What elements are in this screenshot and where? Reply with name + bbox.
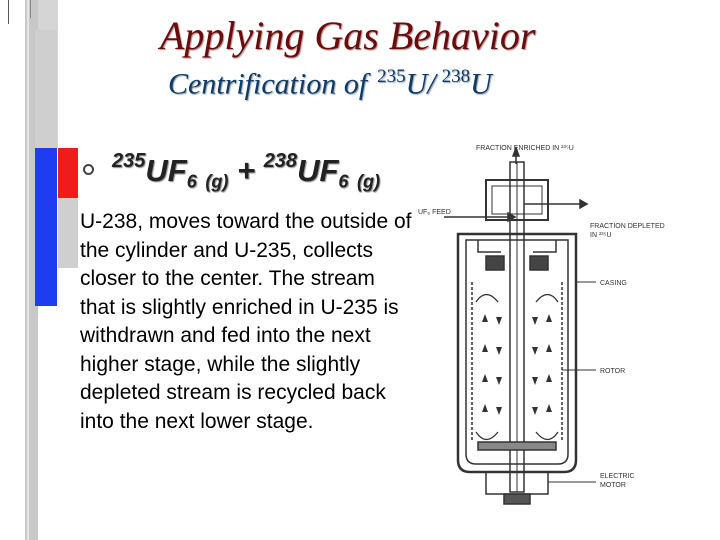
label-rotor: ROTOR — [600, 368, 625, 375]
label-motor: MOTOR — [600, 482, 626, 489]
label-depleted: IN ²³⁵U — [590, 232, 612, 239]
decorative-thin-line — [30, 0, 31, 18]
body-text: U-238, moves toward the outside of the c… — [80, 210, 412, 433]
bullet-icon — [83, 164, 94, 175]
label-casing: CASING — [600, 280, 627, 287]
decorative-blue-bar — [35, 148, 57, 306]
isotope-number: 238 — [441, 66, 471, 87]
equation-subscript: 6 — [186, 171, 197, 192]
subtitle-text: Centrification of — [168, 67, 368, 101]
decorative-red-bar — [58, 148, 78, 198]
centrifuge-diagram: FRACTION ENRICHED IN ²³⁵U UF₆ FEED FRACT… — [418, 145, 665, 505]
equation-molecule: UF — [145, 153, 187, 188]
equation: 235UF6 (g) + 238UF6 (g) — [112, 150, 380, 192]
label-depleted: FRACTION DEPLETED — [590, 223, 665, 230]
subtitle-end: U — [470, 67, 492, 101]
equation-subscript: 6 — [338, 171, 349, 192]
equation-molecule: UF — [297, 153, 339, 188]
label-motor: ELECTRIC — [600, 473, 635, 480]
equation-state: (g) — [205, 171, 229, 192]
decorative-thin-line — [8, 0, 9, 24]
label-feed: UF₆ FEED — [418, 209, 451, 216]
centrifuge-drawing — [444, 145, 596, 505]
equation-plus: + — [236, 153, 256, 188]
equation-isotope: 238 — [263, 150, 298, 172]
decorative-line — [27, 0, 29, 540]
isotope-number: 235 — [377, 66, 406, 87]
equation-isotope: 235 — [112, 150, 146, 172]
equation-state: (g) — [357, 171, 381, 192]
slide-title: Applying Gas Behavior — [160, 13, 536, 58]
label-enriched: FRACTION ENRICHED IN ²³⁵U — [476, 145, 574, 152]
subtitle-mid: U/ — [405, 67, 436, 101]
decorative-grey-block-lower — [58, 198, 78, 268]
slide-subtitle: Centrification of 235U/238U — [168, 66, 492, 101]
